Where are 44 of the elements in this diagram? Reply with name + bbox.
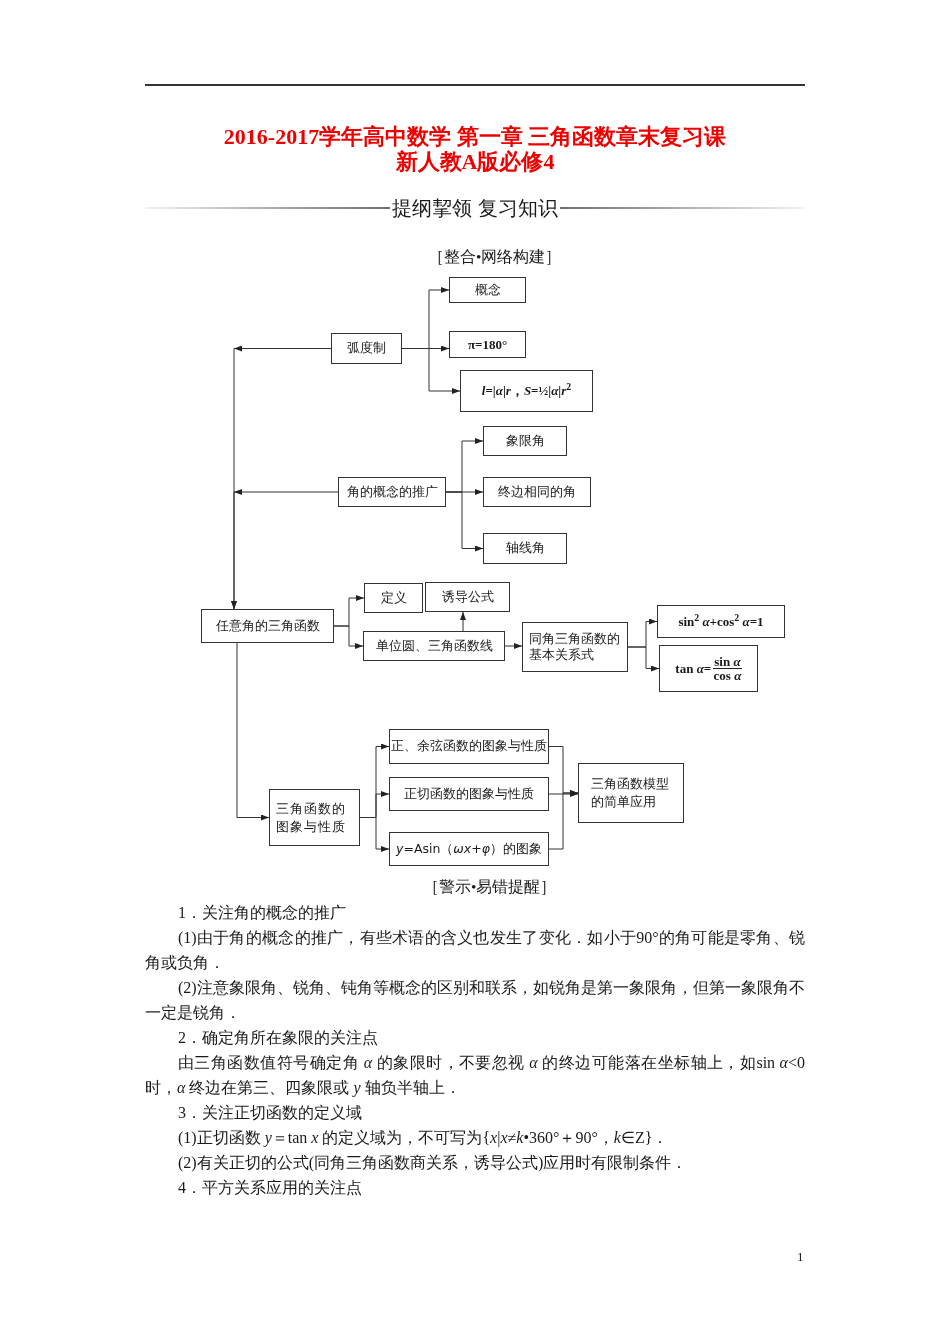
arrow <box>460 611 466 632</box>
arrow <box>231 489 339 610</box>
note-paragraph: 1．关注角的概念的推广 <box>177 903 347 923</box>
concept-box: 轴线角 <box>483 533 567 564</box>
arrow <box>333 625 364 649</box>
note-paragraph: (1)正切函数 y＝tan x 的定义域为，不可写为{x|x≠k•360°＋90°，k∈Z}． <box>177 1128 670 1149</box>
note-paragraph: 由三角函数值符号确定角 α 的象限时，不要忽视 α 的终边可能落在坐标轴上，如sin α<0时，α 终边在第三、四象限或 y 轴负半轴上． <box>145 1053 805 1099</box>
concept-box: 象限角 <box>483 426 567 456</box>
note-paragraph: 2．确定角所在象限的关注点 <box>177 1028 379 1048</box>
note-paragraph: 4．平方关系应用的关注点 <box>177 1178 363 1198</box>
concept-box: 角的概念的推广 <box>338 477 446 507</box>
arrow <box>627 646 660 672</box>
concept-box: 正切函数的图象与性质 <box>389 777 549 811</box>
page-number: 1 <box>797 1248 804 1266</box>
arrow <box>504 643 523 649</box>
section-heading: 提纲挈领 复习知识 <box>390 195 560 222</box>
section-caption: ［警示•易错提醒］ <box>423 877 557 897</box>
concept-box: 定义 <box>364 583 423 613</box>
concept-box: y=Asin（ωx+φ）的图象 <box>389 832 549 866</box>
note-paragraph: (2)有关正切的公式(同角三角函数商关系，诱导公式)应用时有限制条件． <box>177 1153 689 1174</box>
concept-box: 三角函数模型的简单应用 <box>578 763 684 823</box>
concept-box: 任意角的三角函数 <box>201 609 334 643</box>
note-paragraph: (1)由于角的概念的推广，有些术语的含义也发生了变化．如小于90°的角可能是零角、锐角或负角． <box>145 928 805 973</box>
formula-box: π=180° <box>449 331 526 358</box>
formula-box: l=|α|r，S=½|α|r$^{2}$ <box>460 370 593 412</box>
arrow <box>548 790 579 850</box>
concept-box: 概念 <box>449 277 526 303</box>
arrow <box>445 491 484 552</box>
arrow <box>548 791 579 797</box>
note-paragraph: (2)注意象限角、锐角、钝角等概念的区别和联系，如锐角是第一象限角，但第一象限角不一定是锐角． <box>145 978 805 1023</box>
arrow <box>236 642 270 821</box>
formula-box: tan α= sin α cos α <box>659 645 758 692</box>
concept-box: 三角函数的图象与性质 <box>269 789 360 846</box>
arrow <box>359 817 390 852</box>
concept-box: 正、余弦函数的图象与性质 <box>389 729 549 764</box>
note-paragraph: 3．关注正切函数的定义域 <box>177 1103 363 1123</box>
concept-box: 终边相同的角 <box>483 477 591 507</box>
concept-box: 诱导公式 <box>425 582 510 612</box>
section-caption: ［整合•网络构建］ <box>428 247 562 267</box>
concept-box: 单位圆、三角函数线 <box>363 631 505 661</box>
concept-box: 同角三角函数的基本关系式 <box>522 622 628 672</box>
document-title: 2016-2017学年高中数学 第一章 三角函数章末复习课新人教A版必修4 <box>222 124 728 174</box>
formula-box: sin$^{2}$ α+cos$^{2}$ α=1 <box>657 605 785 638</box>
concept-box: 弧度制 <box>331 333 402 364</box>
